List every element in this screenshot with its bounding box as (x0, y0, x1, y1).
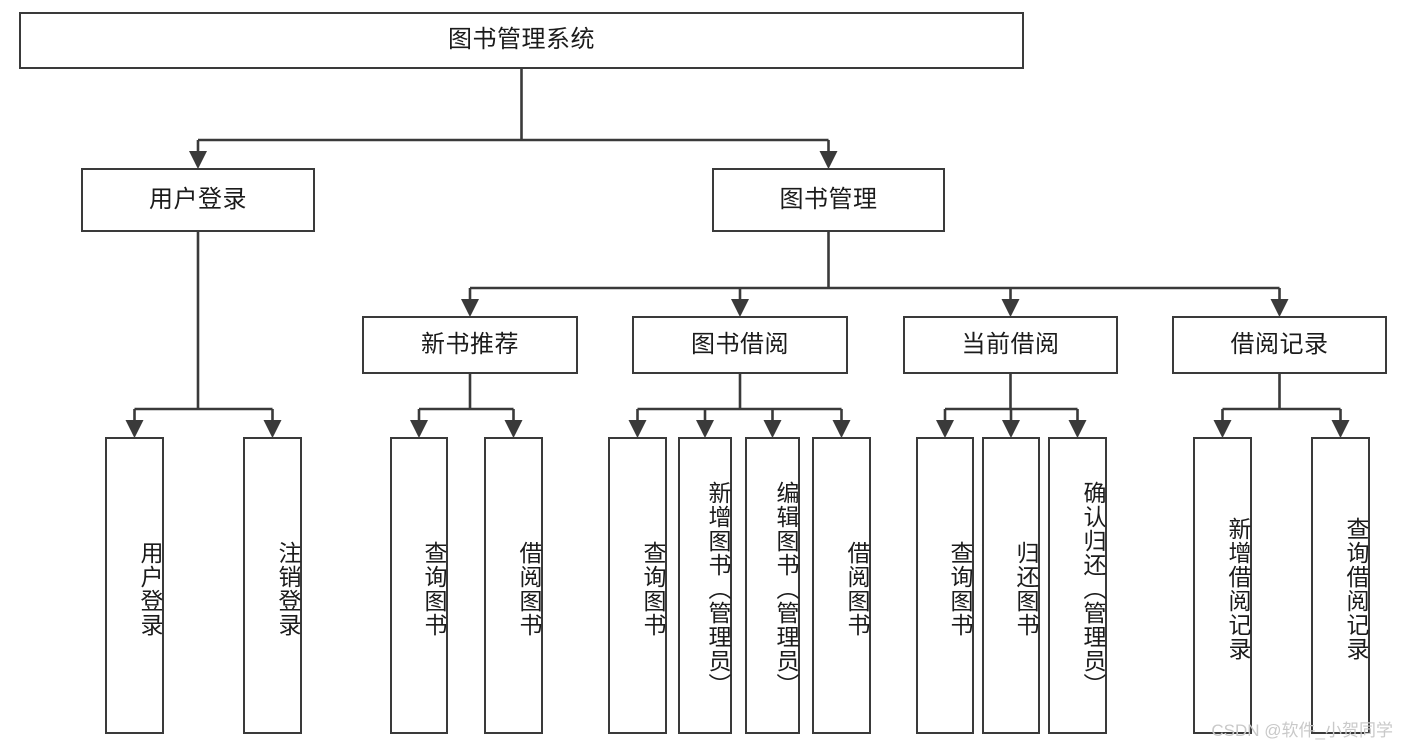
node-label: 查询图书 (421, 540, 447, 637)
node-label: 新增借阅记录 (1225, 516, 1251, 661)
node-l_login[interactable]: 用户登录 (105, 437, 164, 734)
watermark-label: CSDN @软件_小贺同学 (1211, 721, 1393, 740)
node-label: 图书管理 (779, 185, 878, 213)
node-label: 图书管理系统 (448, 26, 595, 54)
node-borrow[interactable]: 图书借阅 (632, 316, 848, 374)
node-label: 当前借阅 (961, 330, 1060, 358)
node-l_q1[interactable]: 查询图书 (390, 437, 448, 734)
node-l_edit[interactable]: 编辑图书（管理员） (745, 437, 800, 734)
node-label: 确认归还（管理员） (1080, 480, 1106, 697)
node-l_b2[interactable]: 借阅图书 (812, 437, 871, 734)
node-bookmgmt[interactable]: 图书管理 (712, 168, 945, 232)
node-label: 新书推荐 (421, 330, 519, 358)
node-label: 查询图书 (640, 540, 666, 637)
node-label: 归还图书 (1013, 540, 1039, 637)
node-label: 借阅记录 (1230, 330, 1329, 358)
node-label: 图书借阅 (691, 330, 789, 358)
node-l_addrec[interactable]: 新增借阅记录 (1193, 437, 1252, 734)
node-label: 查询借阅记录 (1343, 516, 1369, 661)
node-label: 查询图书 (947, 540, 973, 637)
node-l_ret[interactable]: 归还图书 (982, 437, 1040, 734)
node-l_logout[interactable]: 注销登录 (243, 437, 302, 734)
node-l_conf[interactable]: 确认归还（管理员） (1048, 437, 1107, 734)
node-label: 用户登录 (137, 540, 163, 637)
node-current[interactable]: 当前借阅 (903, 316, 1118, 374)
node-label: 用户登录 (149, 185, 247, 213)
node-l_qrec[interactable]: 查询借阅记录 (1311, 437, 1370, 734)
node-l_add[interactable]: 新增图书（管理员） (678, 437, 732, 734)
node-root[interactable]: 图书管理系统 (19, 12, 1024, 69)
node-newbook[interactable]: 新书推荐 (362, 316, 578, 374)
node-label: 编辑图书（管理员） (773, 480, 799, 697)
node-l_b1[interactable]: 借阅图书 (484, 437, 543, 734)
node-login[interactable]: 用户登录 (81, 168, 315, 232)
node-label: 注销登录 (275, 540, 301, 637)
node-label: 新增图书（管理员） (705, 480, 731, 697)
node-l_q2[interactable]: 查询图书 (608, 437, 667, 734)
node-l_q3[interactable]: 查询图书 (916, 437, 974, 734)
node-label: 借阅图书 (516, 540, 542, 637)
node-records[interactable]: 借阅记录 (1172, 316, 1387, 374)
node-label: 借阅图书 (844, 540, 870, 637)
